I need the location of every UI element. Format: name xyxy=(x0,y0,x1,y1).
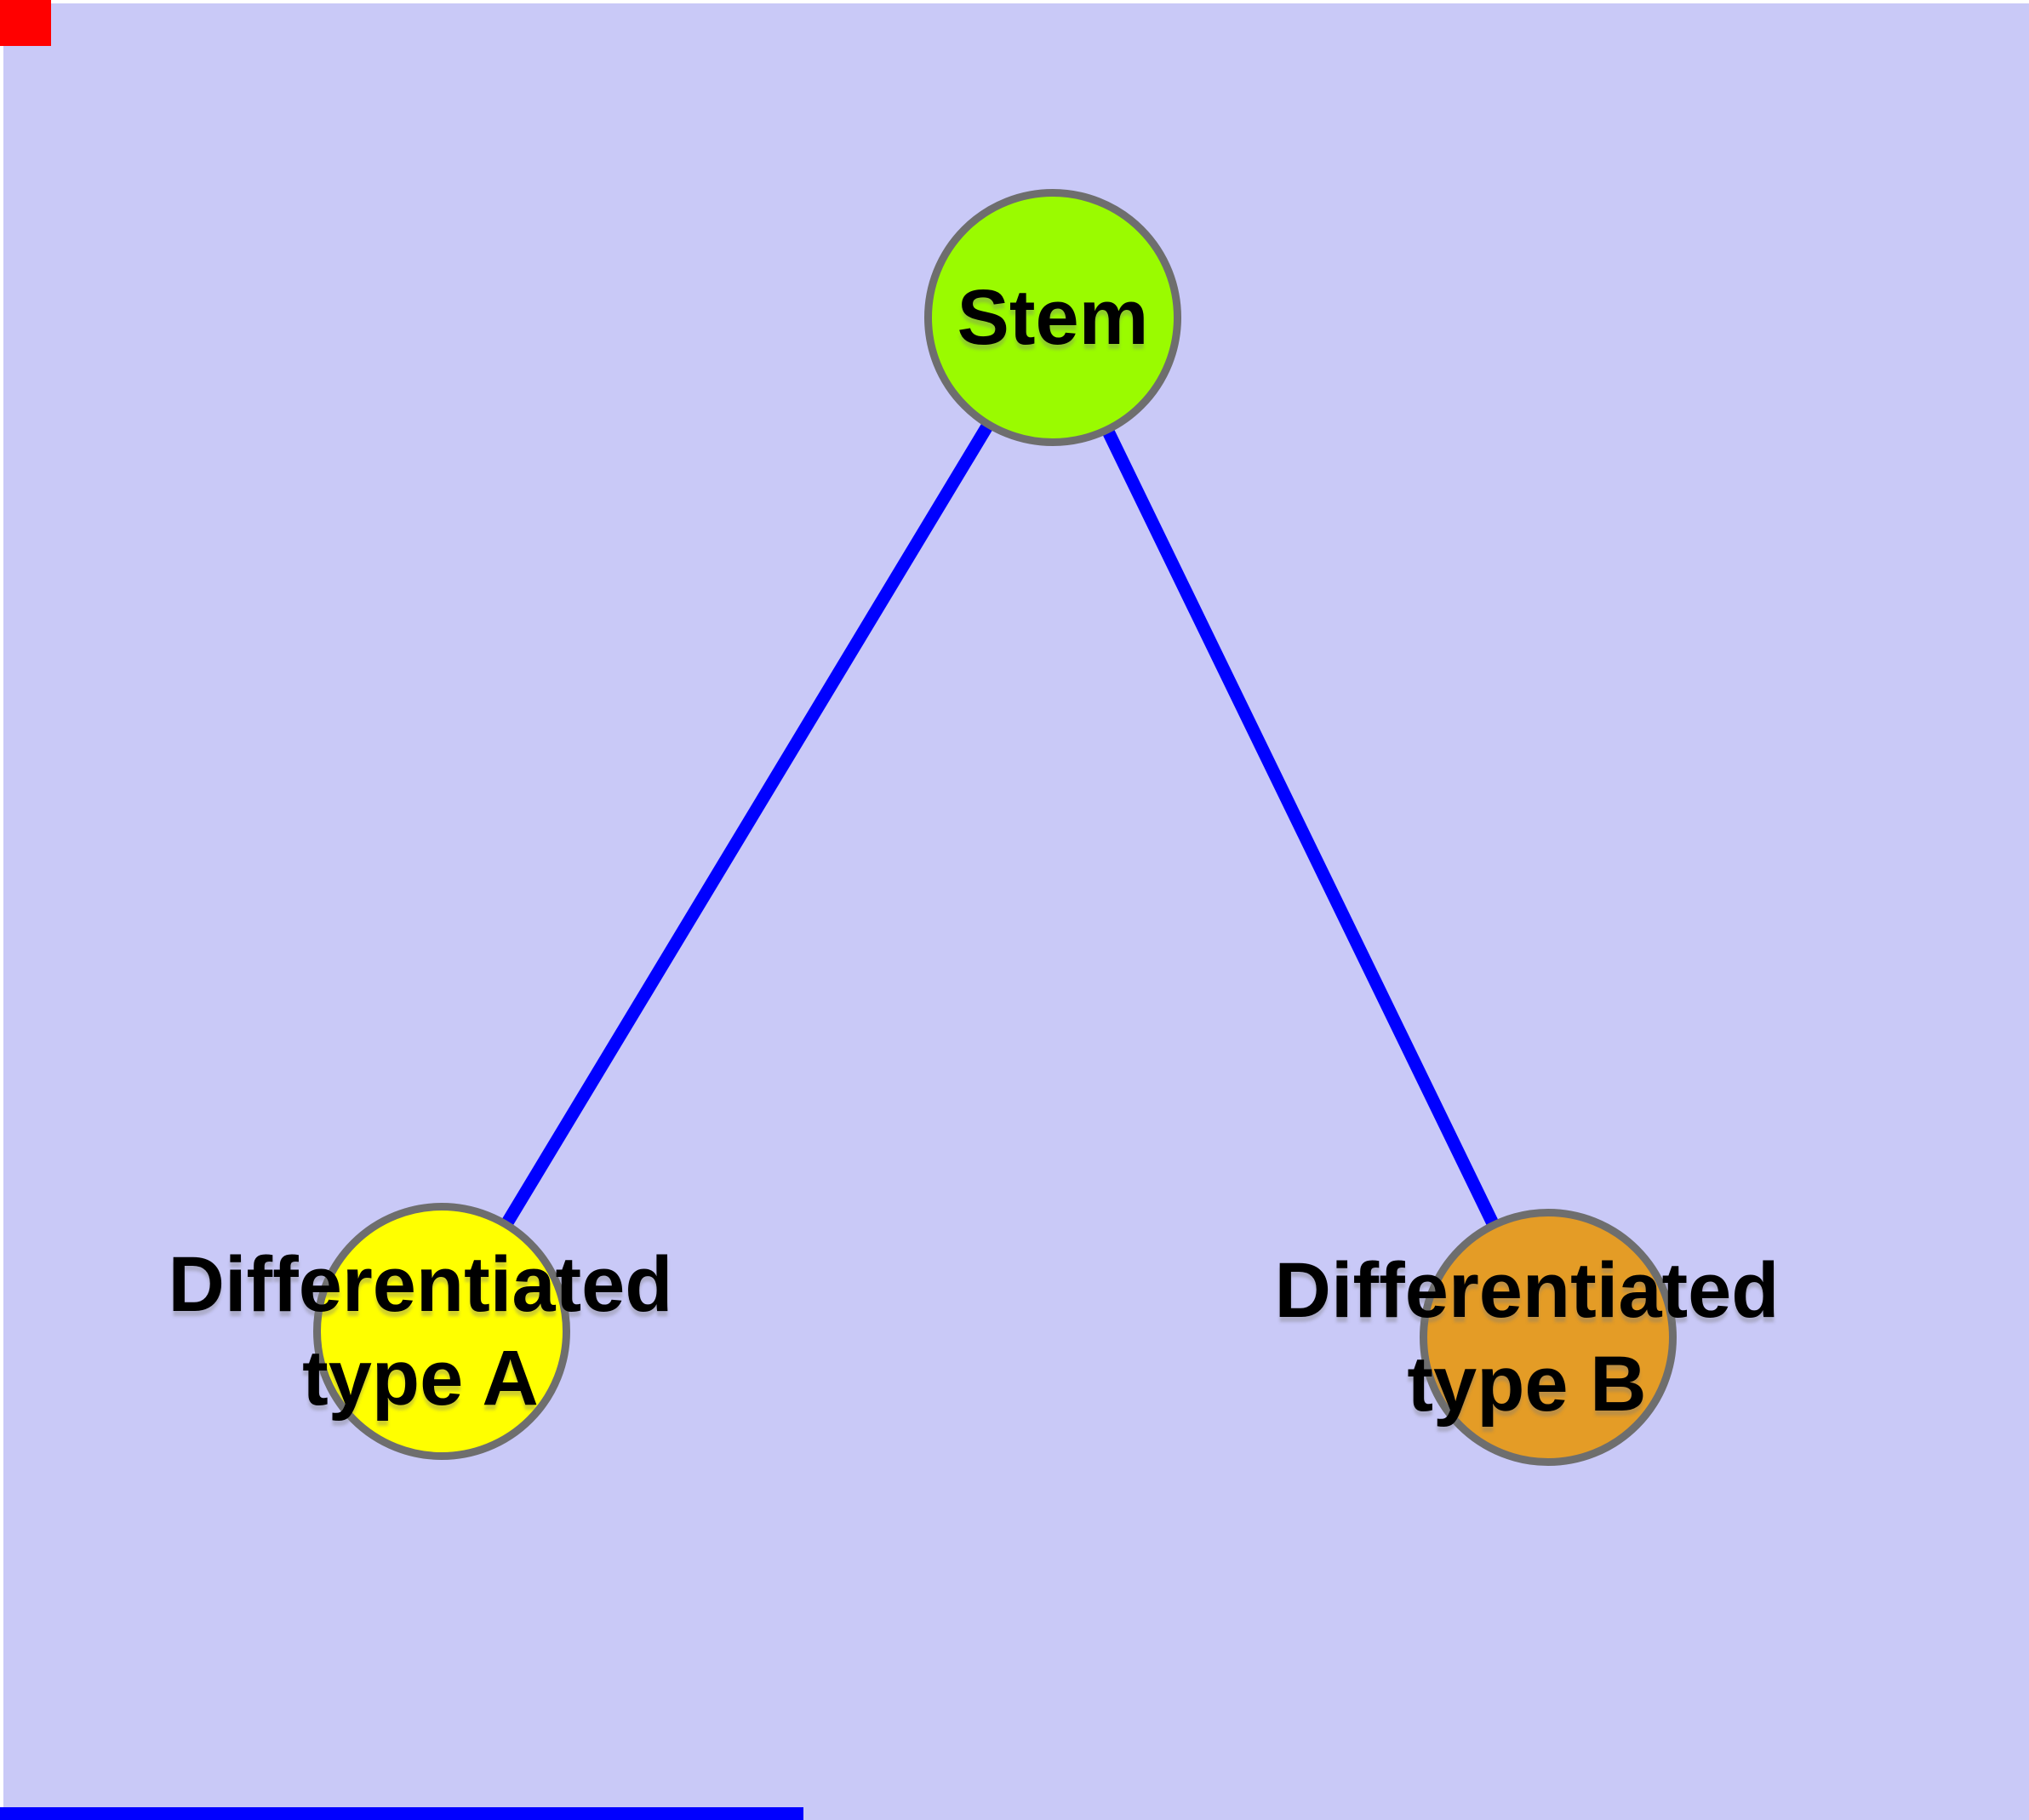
node-stem-label: Stem xyxy=(957,271,1149,364)
label-line: Differentiated xyxy=(1274,1247,1780,1334)
node-stem xyxy=(924,189,1181,446)
edge-line xyxy=(1047,314,1554,1341)
frame-edge-top xyxy=(0,0,2029,3)
blue-strip-artifact xyxy=(0,1807,803,1820)
label-line: Stem xyxy=(957,274,1149,361)
frame-edge-left xyxy=(0,0,3,1820)
edge-line xyxy=(436,314,1059,1335)
label-line: type B xyxy=(1407,1341,1647,1428)
red-marker-square xyxy=(0,0,51,46)
label-line: Differentiated xyxy=(168,1241,673,1328)
node-differentiated-type-b xyxy=(1420,1209,1677,1466)
node-differentiated-type-b-label: Differentiated type B xyxy=(1275,1244,1780,1431)
node-differentiated-type-a-label: Differentiated type A xyxy=(169,1238,673,1425)
node-differentiated-type-a xyxy=(313,1203,570,1460)
label-line: type A xyxy=(302,1335,539,1422)
